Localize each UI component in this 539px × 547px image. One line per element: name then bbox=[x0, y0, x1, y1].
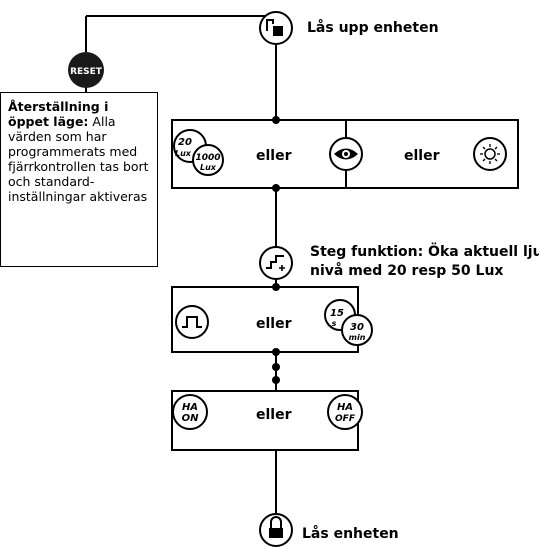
unlock-icon bbox=[259, 11, 293, 45]
junction-dot bbox=[272, 363, 280, 371]
step-description-line2: nivå med 20 resp 50 Lux bbox=[310, 263, 504, 279]
lux-big-unit: Lux bbox=[200, 163, 217, 172]
step-description-line1: Steg funktion: Öka aktuell ljus- bbox=[310, 244, 539, 260]
lock-icon bbox=[259, 513, 293, 547]
lux-small-unit: Lux bbox=[175, 149, 192, 158]
lux-level-icon: 20 Lux 1000 Lux bbox=[173, 129, 224, 176]
step-plus-icon bbox=[259, 246, 293, 280]
timer-big-unit: min bbox=[349, 333, 366, 342]
reset-button[interactable]: RESET bbox=[68, 52, 104, 88]
lux-big-value: 1000 bbox=[195, 153, 220, 163]
reset-info-box: Återställning i öppet läge: Alla värden … bbox=[0, 92, 158, 267]
eye-icon bbox=[329, 137, 363, 171]
or-label: eller bbox=[256, 407, 292, 423]
ha-on-icon: HA ON bbox=[172, 394, 208, 430]
reset-info-body: Alla värden som har programmerats med fj… bbox=[8, 114, 149, 204]
timer-small-unit: s bbox=[332, 319, 337, 328]
ha-on-line2: ON bbox=[182, 413, 200, 424]
ha-off-icon: HA OFF bbox=[327, 394, 363, 430]
unlock-label: Lås upp enheten bbox=[307, 20, 439, 36]
or-label: eller bbox=[256, 316, 292, 332]
pulse-icon bbox=[175, 305, 209, 339]
lux-small-value: 20 bbox=[178, 137, 192, 148]
or-label: eller bbox=[256, 148, 292, 164]
junction-dot bbox=[272, 376, 280, 384]
ha-on-line1: HA bbox=[182, 402, 198, 413]
lock-label: Lås enheten bbox=[302, 526, 399, 542]
ha-off-line2: OFF bbox=[335, 414, 356, 424]
timer-big-value: 30 bbox=[350, 322, 364, 333]
timer-small-value: 15 bbox=[330, 308, 344, 319]
or-label: eller bbox=[404, 148, 440, 164]
sun-icon bbox=[473, 137, 507, 171]
reset-button-label: RESET bbox=[70, 67, 103, 77]
ha-off-line1: HA bbox=[337, 402, 353, 413]
reset-info-title: Återställning i öppet läge: bbox=[8, 99, 109, 129]
timer-icon: 15 s 30 min bbox=[324, 299, 373, 346]
